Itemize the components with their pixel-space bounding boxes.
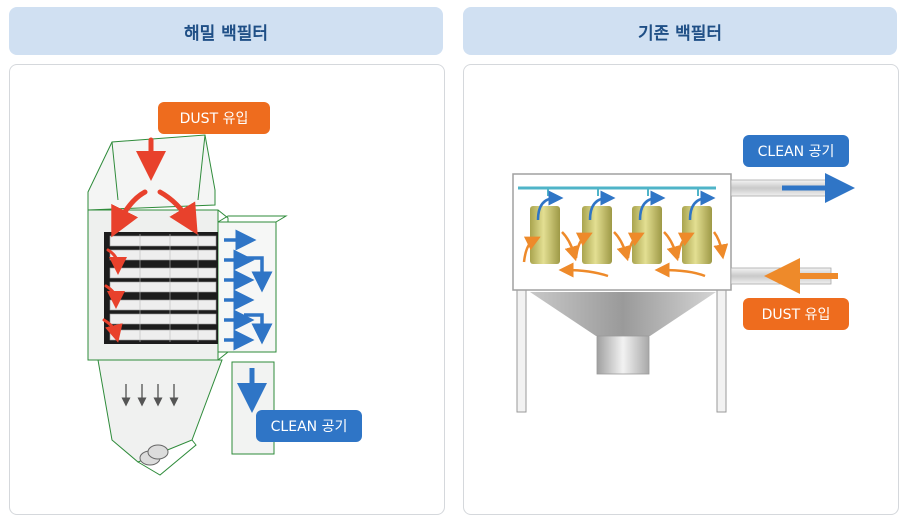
right-clean-air-label: CLEAN 공기 [743,135,849,167]
dust-flow-arrows-right [522,231,838,294]
screw-conveyor [139,444,169,466]
right-dust-inlet-label: DUST 유입 [743,298,849,330]
conventional-filter-drawing [512,173,832,413]
left-panel-title: 해밀 백필터 [183,23,269,44]
clean-flow-arrows-left [224,229,273,413]
left-panel-header: 해밀 백필터 [9,7,443,55]
filter-cartridge-stack [104,232,218,344]
left-clean-air-text: CLEAN 공기 [270,419,348,435]
right-clean-air-text: CLEAN 공기 [757,144,835,160]
dust-flow-arrows-left [102,137,198,343]
clean-flow-arrows-right [536,173,855,221]
dust-fall-arrows [121,384,179,407]
right-panel-title: 기존 백필터 [637,23,723,44]
left-clean-air-label: CLEAN 공기 [256,410,362,442]
left-dust-inlet-text: DUST 유입 [179,111,249,127]
right-dust-inlet-text: DUST 유입 [761,307,831,323]
left-dust-inlet-label: DUST 유입 [158,102,270,134]
right-panel-header: 기존 백필터 [463,7,897,55]
